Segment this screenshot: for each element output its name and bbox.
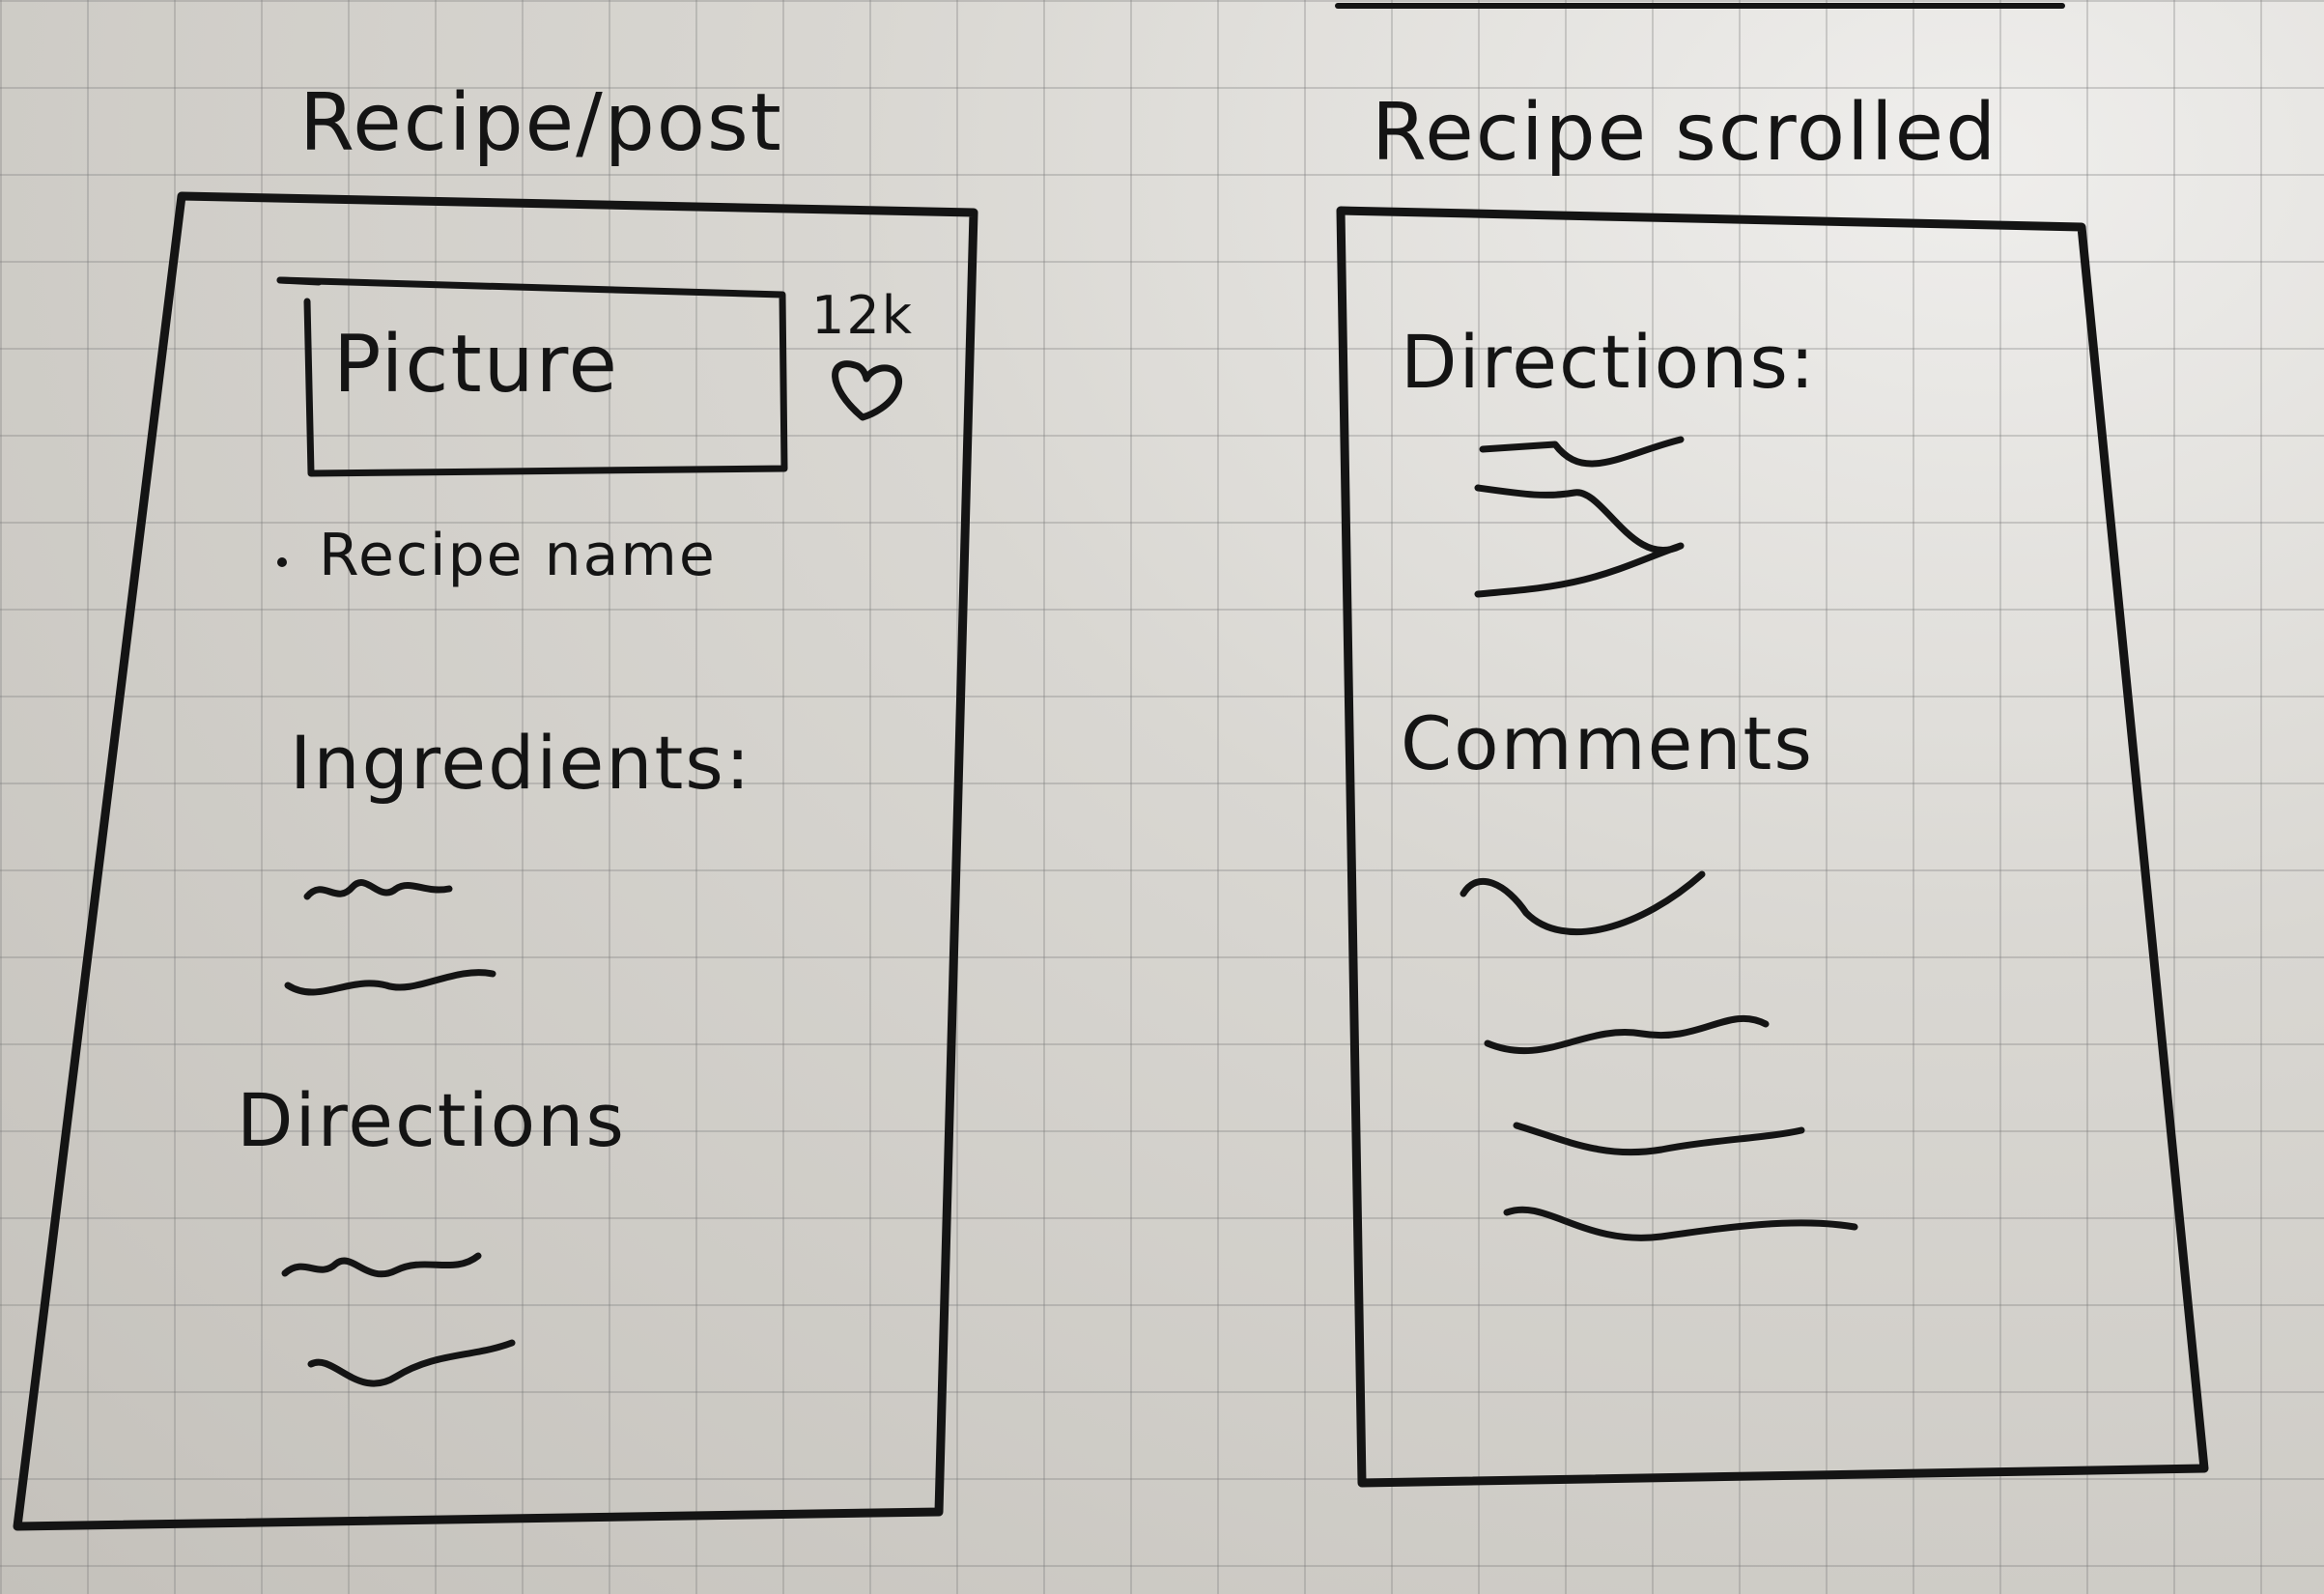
- screen-title: Recipe scrolled: [1372, 87, 1998, 179]
- directions-heading: Directions: [237, 1077, 626, 1163]
- ingredient-line-1: [303, 879, 453, 900]
- comment-line-2: [1484, 1014, 1770, 1055]
- comments-heading: Comments: [1401, 700, 1814, 786]
- ingredients-heading: Ingredients:: [290, 720, 752, 806]
- direction-line-2: [1474, 484, 1685, 598]
- direction-line-1: [281, 1252, 482, 1278]
- likes-count: 12k: [811, 285, 914, 346]
- comment-line-1: [1460, 870, 1706, 936]
- picture-box[interactable]: [276, 276, 788, 477]
- screen-title: Recipe/post: [299, 77, 783, 169]
- picture-label: Picture: [333, 319, 619, 411]
- direction-line-2: [307, 1339, 516, 1387]
- ingredient-line-2: [284, 969, 496, 996]
- heart-icon[interactable]: [832, 360, 902, 421]
- direction-line-1: [1479, 436, 1685, 468]
- recipe-name: Recipe name: [319, 522, 717, 589]
- screen-recipe-post-frame: [13, 191, 978, 1531]
- comment-line-3: [1513, 1122, 1805, 1156]
- screen-recipe-scrolled-frame: [1336, 206, 2209, 1488]
- directions-heading: Directions:: [1401, 319, 1817, 405]
- comment-line-4: [1503, 1206, 1858, 1241]
- bullet-dot: [277, 557, 287, 567]
- picture-box-stub: [276, 276, 323, 286]
